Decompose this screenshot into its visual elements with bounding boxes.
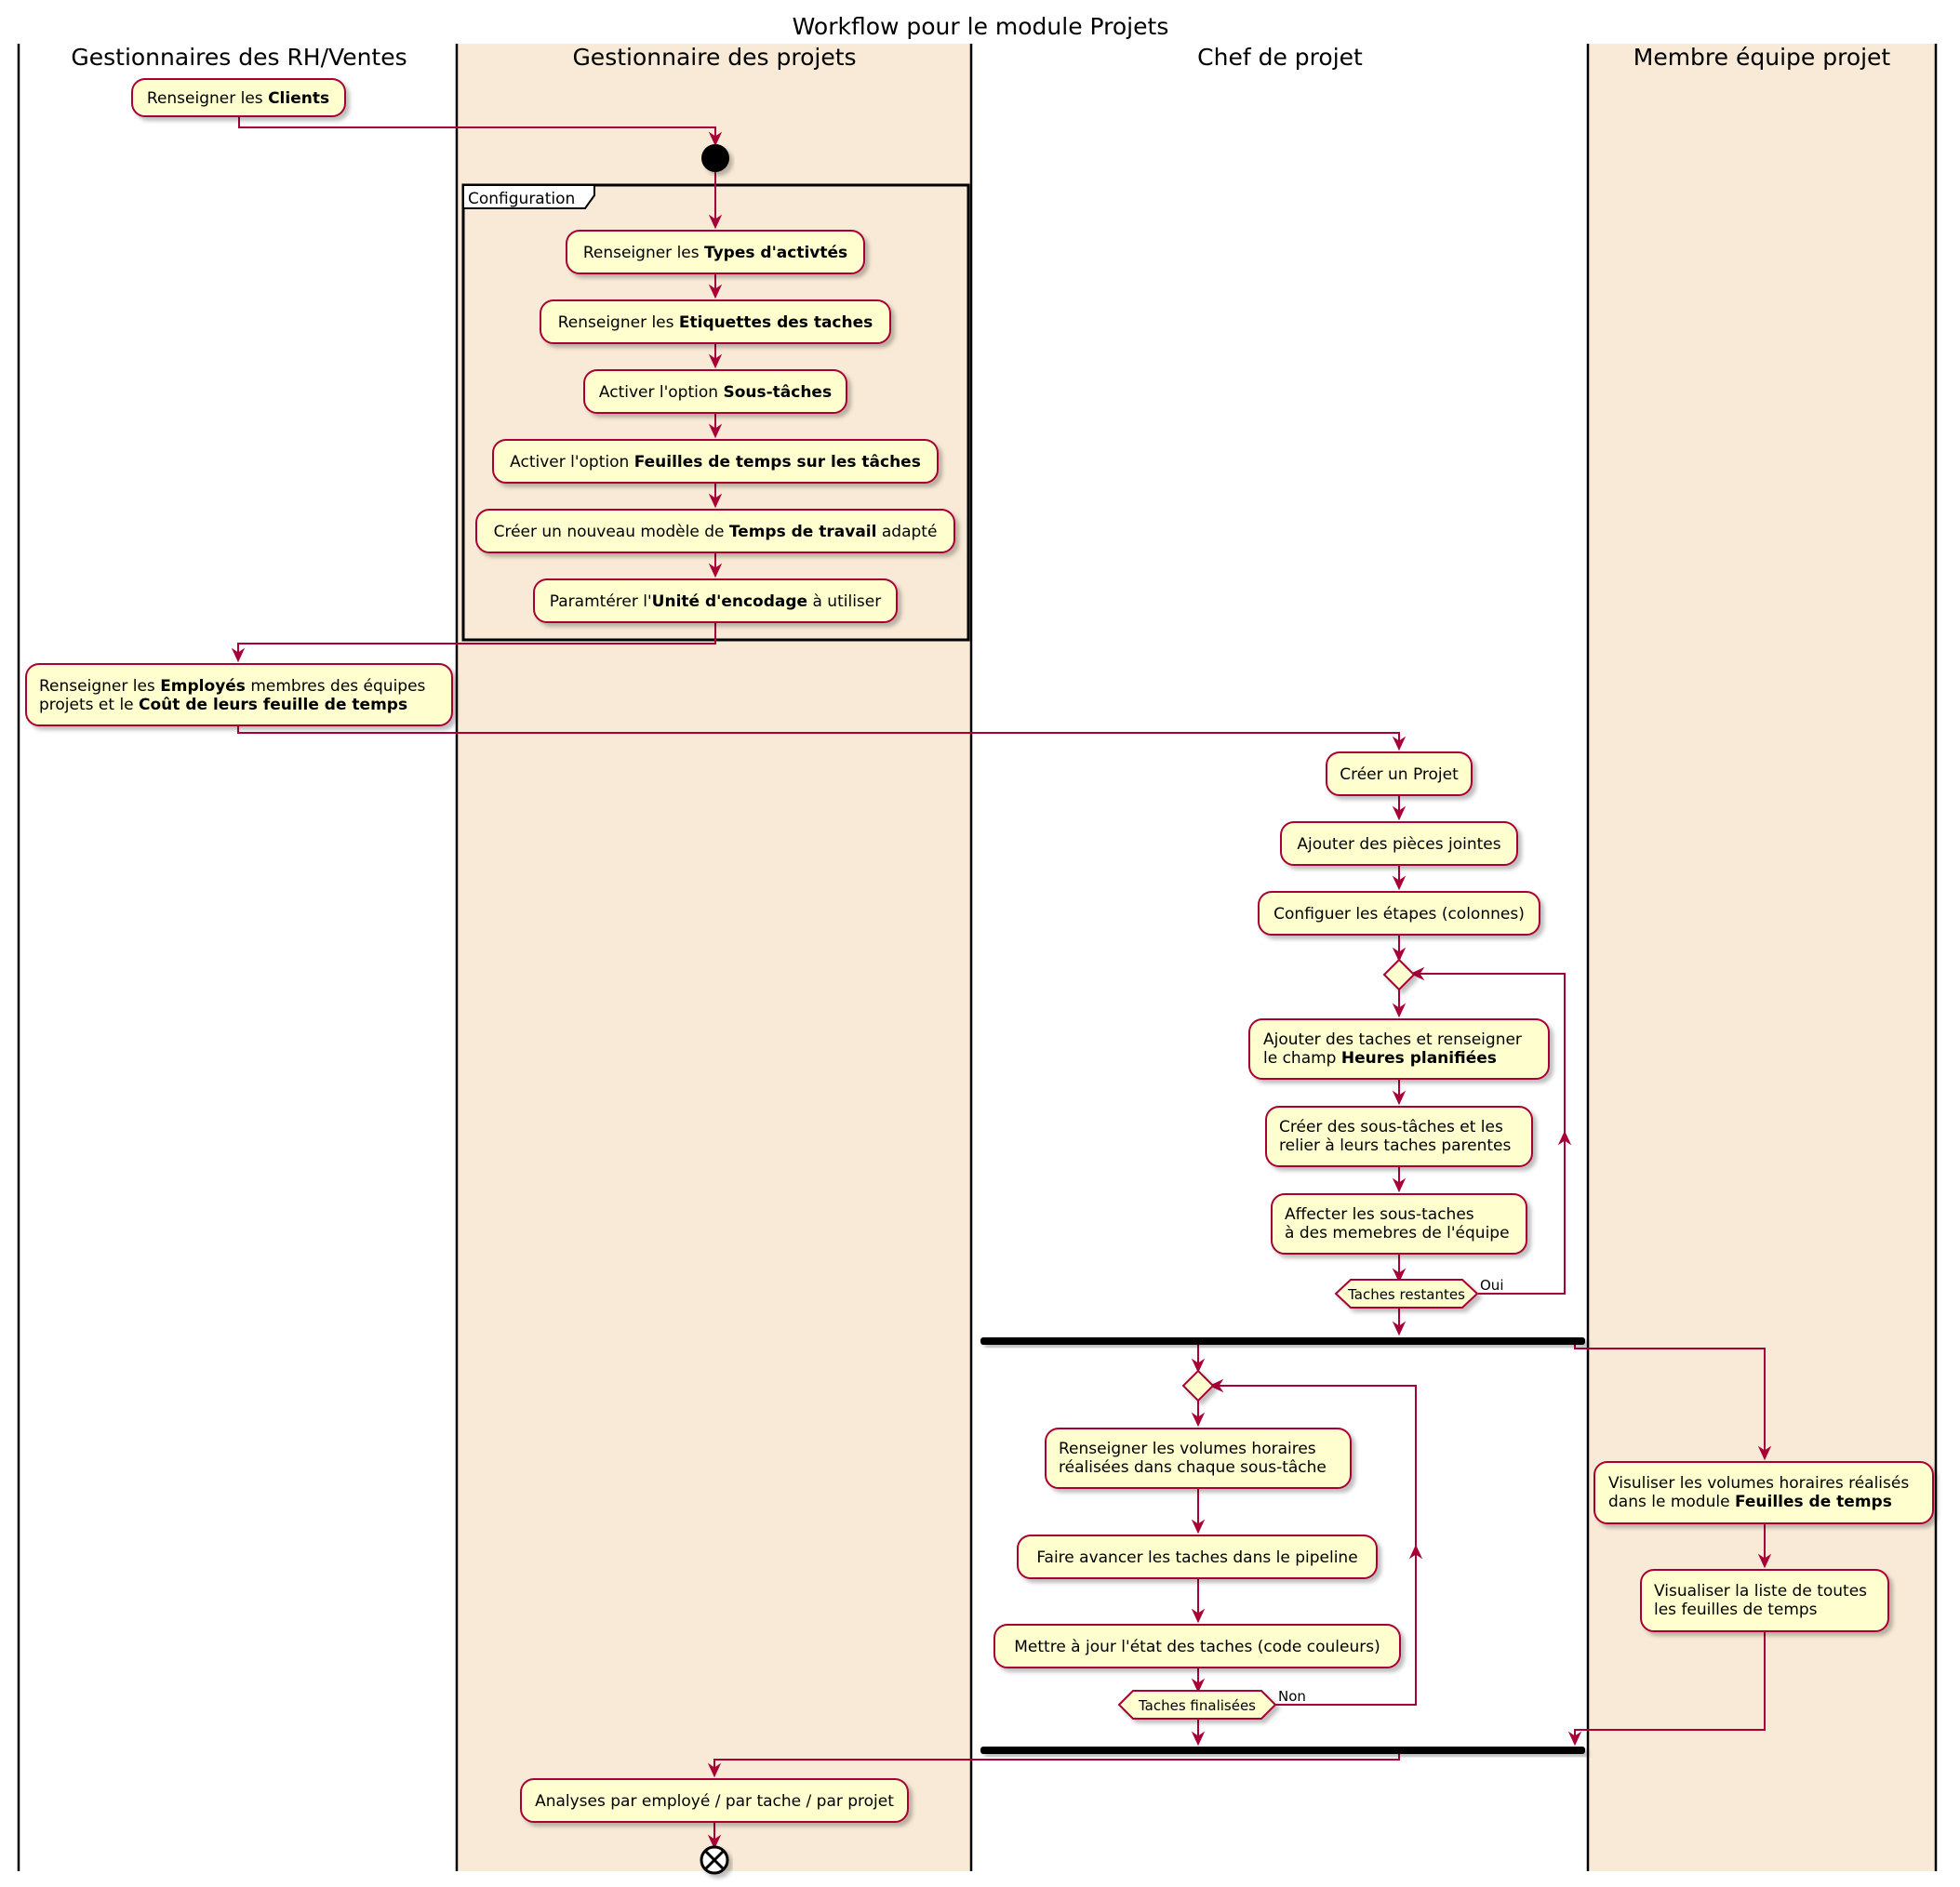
decision-taches-restantes xyxy=(1334,1279,1479,1309)
activity-ajouter-taches[interactable] xyxy=(1248,1018,1550,1080)
activity-modele-temps-travail-label: Créer un nouveau modèle de Temps de trav… xyxy=(494,523,938,541)
activity-affecter-sous-taches[interactable] xyxy=(1271,1193,1527,1255)
activity-liste-feuilles[interactable] xyxy=(1640,1569,1889,1632)
activity-creer-projet-label: Créer un Projet xyxy=(1340,765,1459,784)
lane-title-gestionnaire-projets: Gestionnaire des projets xyxy=(572,44,856,71)
configuration-group-tab xyxy=(462,184,595,209)
lane-title-chef-projet: Chef de projet xyxy=(1197,44,1363,71)
activity-modele-temps-travail[interactable] xyxy=(475,509,955,553)
decision-taches-finalisees-label: Taches finalisées xyxy=(1138,1697,1256,1714)
activity-option-sous-taches-label: Activer l'option Sous-tâches xyxy=(599,383,832,402)
configuration-group-label: Configuration xyxy=(468,190,575,208)
lane-bg-gestionnaire-projets xyxy=(457,44,971,1871)
join-bar xyxy=(980,1747,1585,1754)
activity-pipeline[interactable] xyxy=(1017,1535,1378,1579)
fork-bar xyxy=(980,1337,1585,1345)
activity-unite-encodage-label: Paramtérer l'Unité d'encodage à utiliser xyxy=(550,592,881,611)
activity-types-activites[interactable] xyxy=(566,230,865,274)
decision-taches-restantes-label: Taches restantes xyxy=(1347,1286,1465,1303)
lane-bg-membre-equipe xyxy=(1588,44,1936,1871)
activity-pieces-jointes-label: Ajouter des pièces jointes xyxy=(1297,835,1500,854)
lane-title-membre-equipe: Membre équipe projet xyxy=(1633,44,1891,71)
activity-volumes-horaires[interactable] xyxy=(1045,1428,1352,1489)
decision-branch-oui: Oui xyxy=(1480,1277,1503,1294)
activity-etiquettes-label: Renseigner les Etiquettes des taches xyxy=(558,313,873,332)
activity-employes[interactable] xyxy=(25,663,453,726)
activity-clients[interactable] xyxy=(131,78,346,117)
activity-option-feuilles-temps[interactable] xyxy=(492,439,939,484)
decision-taches-finalisees xyxy=(1117,1690,1277,1720)
activity-sous-taches[interactable] xyxy=(1265,1106,1533,1167)
start-node xyxy=(701,144,729,172)
merge-diamond-suivi xyxy=(1181,1369,1215,1402)
activity-option-feuilles-temps-label: Activer l'option Feuilles de temps sur l… xyxy=(510,453,921,472)
activity-unite-encodage[interactable] xyxy=(533,578,898,623)
activity-etat-taches-label: Mettre à jour l'état des taches (code co… xyxy=(1014,1638,1380,1656)
decision-branch-non: Non xyxy=(1278,1688,1306,1705)
end-node xyxy=(700,1845,729,1875)
activity-etat-taches[interactable] xyxy=(993,1624,1401,1668)
activity-types-activites-label: Renseigner les Types d'activtés xyxy=(583,244,847,262)
activity-analyses[interactable] xyxy=(520,1778,909,1823)
activity-configurer-etapes[interactable] xyxy=(1258,891,1540,936)
diagram-title: Workflow pour le module Projets xyxy=(793,13,1169,40)
activity-pipeline-label: Faire avancer les taches dans le pipelin… xyxy=(1036,1548,1357,1567)
activity-configurer-etapes-label: Configuer les étapes (colonnes) xyxy=(1273,905,1525,924)
flow-arrowheads xyxy=(231,131,1772,1850)
activity-pieces-jointes[interactable] xyxy=(1280,821,1518,866)
merge-diamond-taches xyxy=(1382,958,1416,991)
activity-option-sous-taches[interactable] xyxy=(583,369,847,414)
activity-clients-label: Renseigner les Clients xyxy=(147,89,329,108)
activity-creer-projet[interactable] xyxy=(1326,751,1473,796)
activity-visuliser-volumes[interactable] xyxy=(1593,1461,1934,1524)
activity-etiquettes[interactable] xyxy=(540,299,891,344)
activity-analyses-label: Analyses par employé / par tache / par p… xyxy=(535,1792,894,1811)
activity-employes-label: Renseigner les Employés membres des équi… xyxy=(39,677,426,714)
lane-title-rh-ventes: Gestionnaires des RH/Ventes xyxy=(71,44,407,71)
